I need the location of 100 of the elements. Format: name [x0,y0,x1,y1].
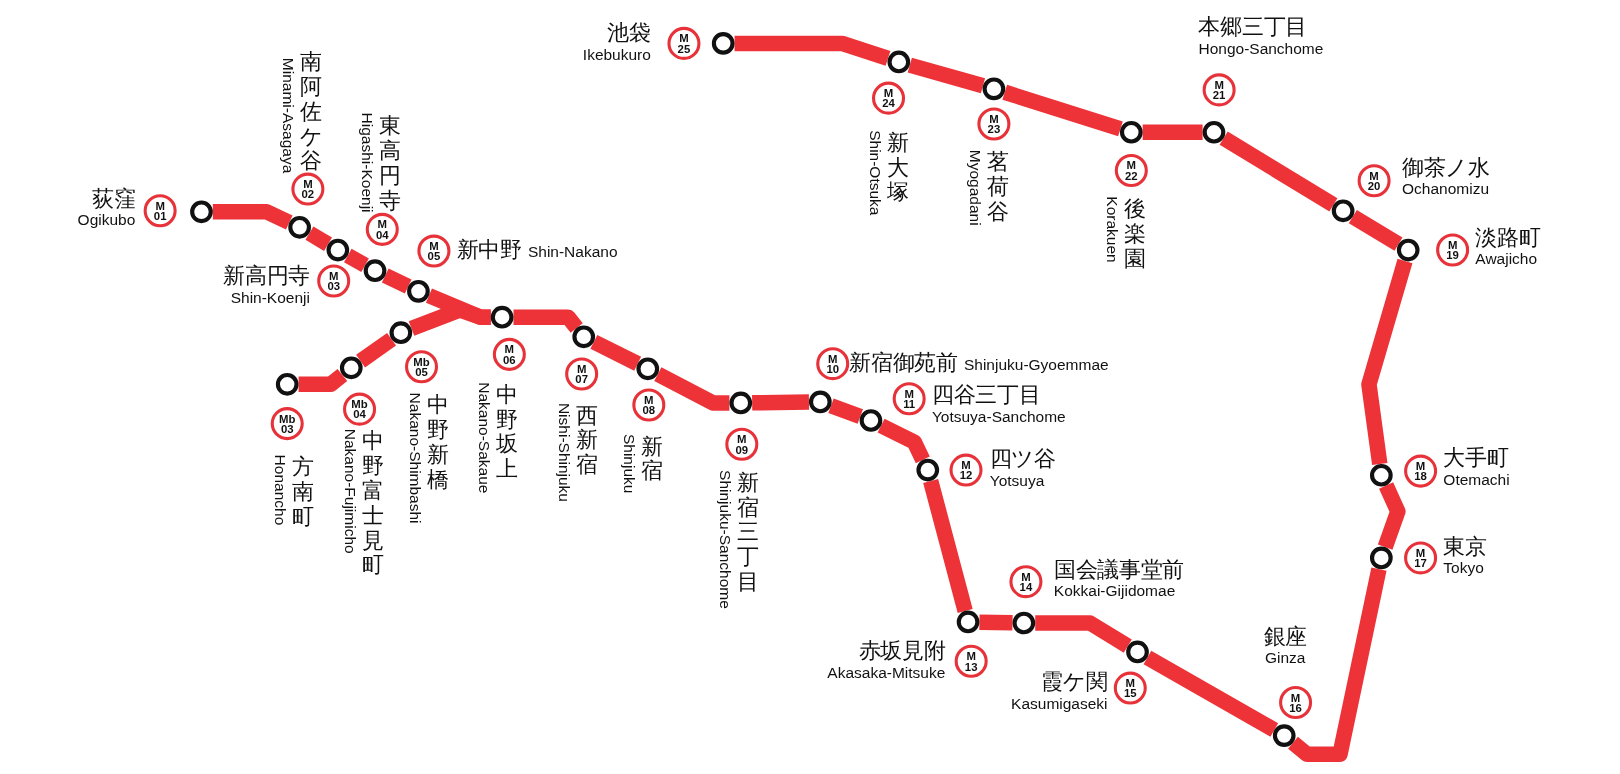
station-number-badge: M 19 [1436,233,1470,267]
station-name: Nakano-Shimbashi [406,392,425,524]
station-name: 東高円寺 [378,113,401,213]
station-number-badge: M 04 [365,212,399,246]
station-number-badge: M 18 [1404,454,1438,488]
station-name: 霞ケ関 [1040,669,1108,695]
station-number-badge: M 17 [1404,541,1438,575]
track-line [734,35,891,66]
station-name: Honancho [270,454,290,526]
station-circle [711,32,735,55]
station-circle [982,77,1006,101]
station-name: 茗荷谷 [986,149,1010,225]
station-number-badge: M 06 [492,337,526,371]
station-circle [389,321,413,345]
station-number-badge: M 12 [949,453,983,487]
station-name: 西新宿 [575,402,599,478]
track-line [923,479,973,613]
track-line [343,248,369,272]
track-line [212,204,293,230]
station-name: Shin-Koenji [229,288,310,306]
station-name: 新中野 [456,237,522,263]
station-circle [288,215,311,239]
track-line [1348,210,1403,251]
station-number-badge: M 15 [1113,671,1147,705]
station-name: Kasumigaseki [1011,694,1108,712]
station-name: Ikebukuro [582,45,651,63]
station-name: 淡路町 [1475,225,1541,250]
station-circle [275,372,299,396]
track-line [1002,84,1123,137]
station-name: Awajicho [1475,250,1539,268]
station-name: 国会議事堂前 [1053,556,1184,582]
station-number-badge: M 02 [291,172,325,206]
track-line [381,268,412,294]
track-line [1142,124,1203,140]
station-name: Higashi-Koenji [357,112,377,213]
station-name: Ginza [1265,648,1306,667]
station-circle [887,50,911,74]
station-number-badge: M 24 [872,81,906,115]
station-name: Nakano-Fujimicho [341,428,360,554]
station-number-badge: M 11 [892,382,926,416]
station-circle [916,458,940,482]
station-name: 御茶ノ水 [1402,154,1490,180]
station-number-badge: M 07 [565,357,599,391]
station-circle [636,357,660,381]
track-line [654,367,730,411]
station-name: 新宿御苑前 [849,350,958,376]
station-circle [1272,724,1296,747]
station-circle [1369,463,1393,487]
station-number-badge: Mb 04 [343,392,377,426]
track-line [1361,258,1413,466]
station-circle [956,610,980,634]
station-circle [407,280,430,303]
station-circle [808,390,832,414]
station-circle [1396,238,1420,262]
station-name: Nishi-Shinjuku [554,402,574,502]
station-number-badge: Mb 03 [270,407,304,441]
station-circle [1119,120,1143,144]
station-name: Shinjuku-Sanchome [716,470,735,609]
station-circle [1126,640,1149,664]
station-name: Kokkai-Gijidomae [1053,581,1177,600]
station-circle [1202,120,1226,144]
track-line [1035,615,1132,653]
station-name: 東京 [1443,534,1487,559]
station-name: Shin-Otsuka [865,130,885,216]
track-line [828,398,863,424]
track-line [513,309,583,333]
station-circle [1012,611,1036,635]
station-name: Minami-Asagaya [279,58,298,174]
station-name: 四ツ谷 [989,446,1056,472]
station-name: 新大塚 [886,130,910,205]
station-name: 荻窪 [90,185,136,211]
station-number-badge: Mb 05 [405,350,439,384]
station-circle [339,356,363,380]
station-name: 本郷三丁目 [1198,14,1308,40]
station-name: 新宿三丁目 [736,470,760,595]
station-circle [729,391,753,415]
station-number-badge: M 05 [417,234,451,268]
station-name: 新宿 [640,433,664,484]
station-number-badge: M 14 [1009,565,1043,599]
station-number-badge: M 13 [954,644,988,678]
track-line [907,57,986,94]
station-number-badge: M 23 [977,107,1011,141]
station-name: 方南町 [291,454,315,529]
station-number-badge: M 01 [143,194,177,228]
track-line [1143,650,1279,737]
station-name: 大手町 [1443,445,1510,471]
station-number-badge: M 25 [667,26,701,60]
station-name: Otemachi [1443,470,1510,488]
station-number-badge: M 20 [1357,164,1391,198]
station-name: Yotsuya-Sanchome [931,407,1066,425]
station-name: Korakuen [1102,196,1121,263]
track-line [1288,567,1387,762]
station-circle [190,200,213,224]
station-name: 中野坂上 [495,382,519,482]
station-name: 四谷三丁目 [931,382,1042,408]
station-circle [572,325,596,349]
station-number-badge: M 03 [317,264,351,298]
station-circle [859,409,883,432]
station-name: 中野新橋 [426,392,450,492]
station-name: 赤坂見附 [857,638,946,664]
